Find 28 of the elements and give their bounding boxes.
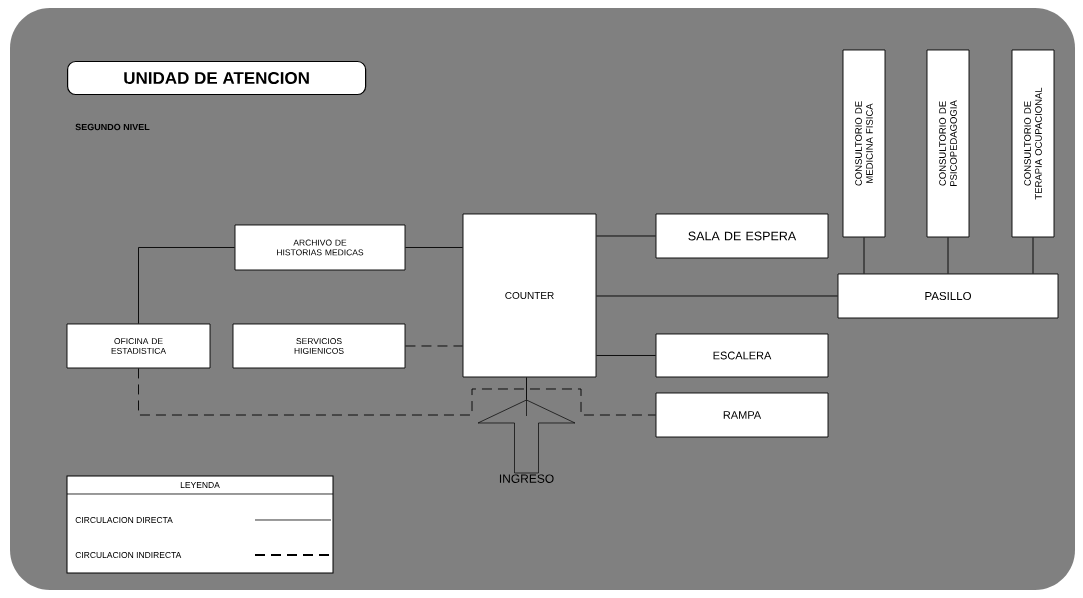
connector-line: [947, 237, 949, 274]
connector-line: [138, 247, 235, 324]
room-box: CONSULTORIO DE PSICOPEDAGOGIA: [926, 49, 970, 238]
room-box: SALA DE ESPERA: [655, 213, 829, 259]
room-box: ESCALERA: [655, 333, 829, 378]
connector-line: [405, 345, 463, 347]
legend-entry: CIRCULACION DIRECTA: [75, 517, 332, 523]
connector-line: [596, 295, 838, 297]
connector-line: [863, 237, 865, 274]
legend-entry: CIRCULACION INDIRECTA: [75, 552, 332, 558]
room-box: PASILLO: [837, 273, 1059, 319]
connector-line: [405, 247, 463, 248]
room-box: RAMPA: [655, 392, 829, 438]
node-label: INGRESO: [499, 474, 554, 483]
subtitle: SEGUNDO NIVEL: [75, 123, 150, 131]
legend-heading: LEYENDA: [180, 482, 220, 488]
connector-line: [526, 377, 527, 401]
room-box: COUNTER: [462, 213, 597, 378]
room-box: SERVICIOS HIGIENICOS: [232, 323, 406, 369]
room-box: OFICINA DE ESTADISTICA: [66, 323, 211, 369]
connector-line: [596, 355, 656, 356]
connector-line: [1032, 237, 1034, 274]
connector-line: [596, 235, 656, 237]
room-box: ARCHIVO DE HISTORIAS MEDICAS: [234, 224, 406, 271]
connector-line: [138, 368, 656, 416]
room-box: CONSULTORIO DE TERAPIA OCUPACIONAL: [1011, 49, 1055, 238]
room-box: CONSULTORIO DE MEDICINA FISICA: [842, 49, 886, 238]
title-box: UNIDAD DE ATENCION: [67, 60, 367, 96]
